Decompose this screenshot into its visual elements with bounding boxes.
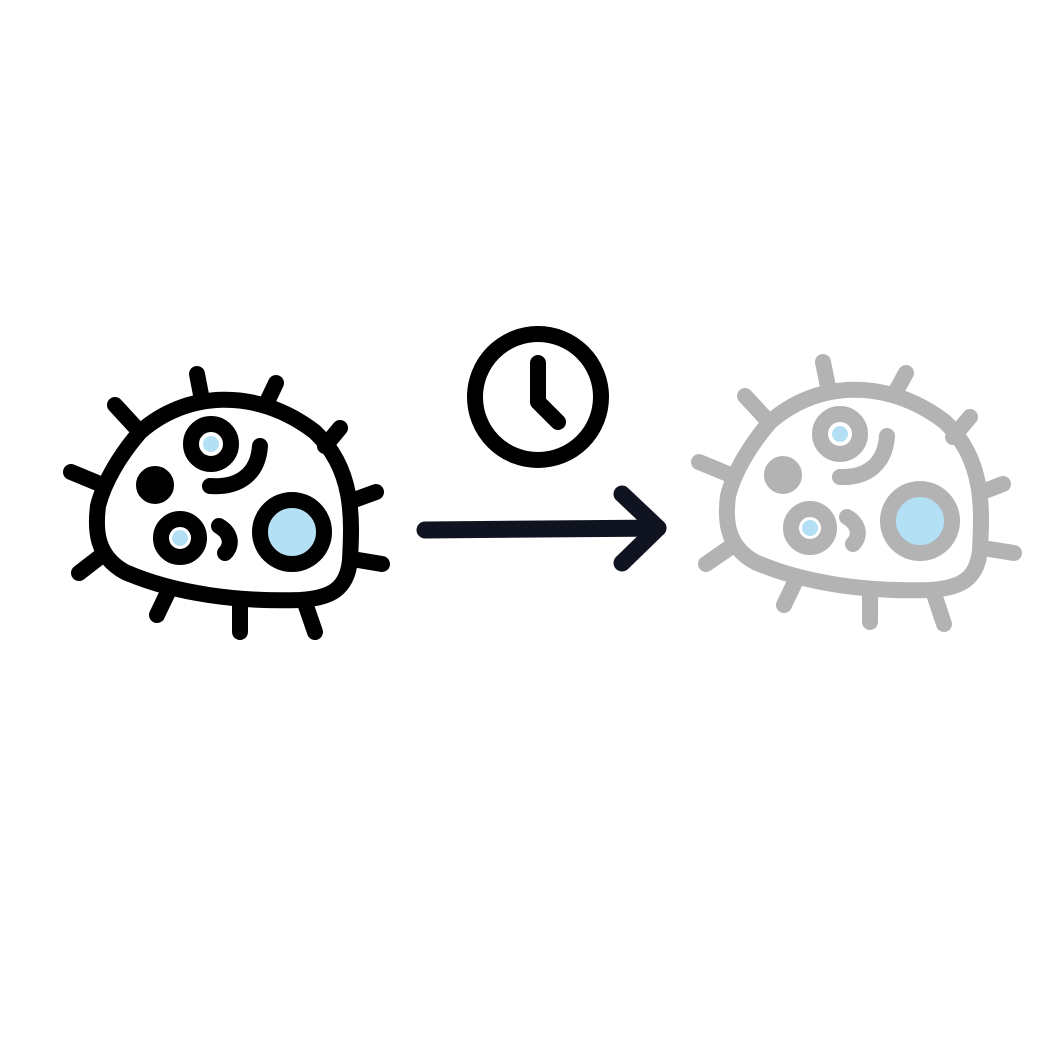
microbe-faded-organelle [812,406,868,462]
microbe-active-spikes [63,366,390,640]
microbe-faded-organelle [783,501,837,555]
microbe-faded-icon [691,354,1022,632]
microbe-active-organelle-core [172,530,188,546]
microbe-faded-flagellum [832,428,895,486]
microbe-active-icon [63,366,390,640]
arrow-right-icon [416,485,667,572]
microbe-active-organelle [183,416,239,472]
microbe-active-nucleus [252,492,332,572]
microbe-active-squiggle [211,518,238,561]
clock-icon [467,326,609,468]
microbe-faded-spikes [691,354,1022,632]
microbe-faded-organelle-core [802,520,818,536]
microbe-faded-organelle-core [832,426,848,442]
microbe-active-flagellum [202,438,268,495]
microbe-faded-nucleus [880,481,960,561]
microbe-faded-organelle [764,456,802,494]
microbe-faded-body [718,381,990,599]
microbe-active-organelle [153,511,207,565]
microbe-active-organelle-core [203,436,219,452]
microbe-active-organelle [136,466,174,504]
microbe-faded-squiggle [839,509,866,552]
microbe-active-body [88,391,360,609]
